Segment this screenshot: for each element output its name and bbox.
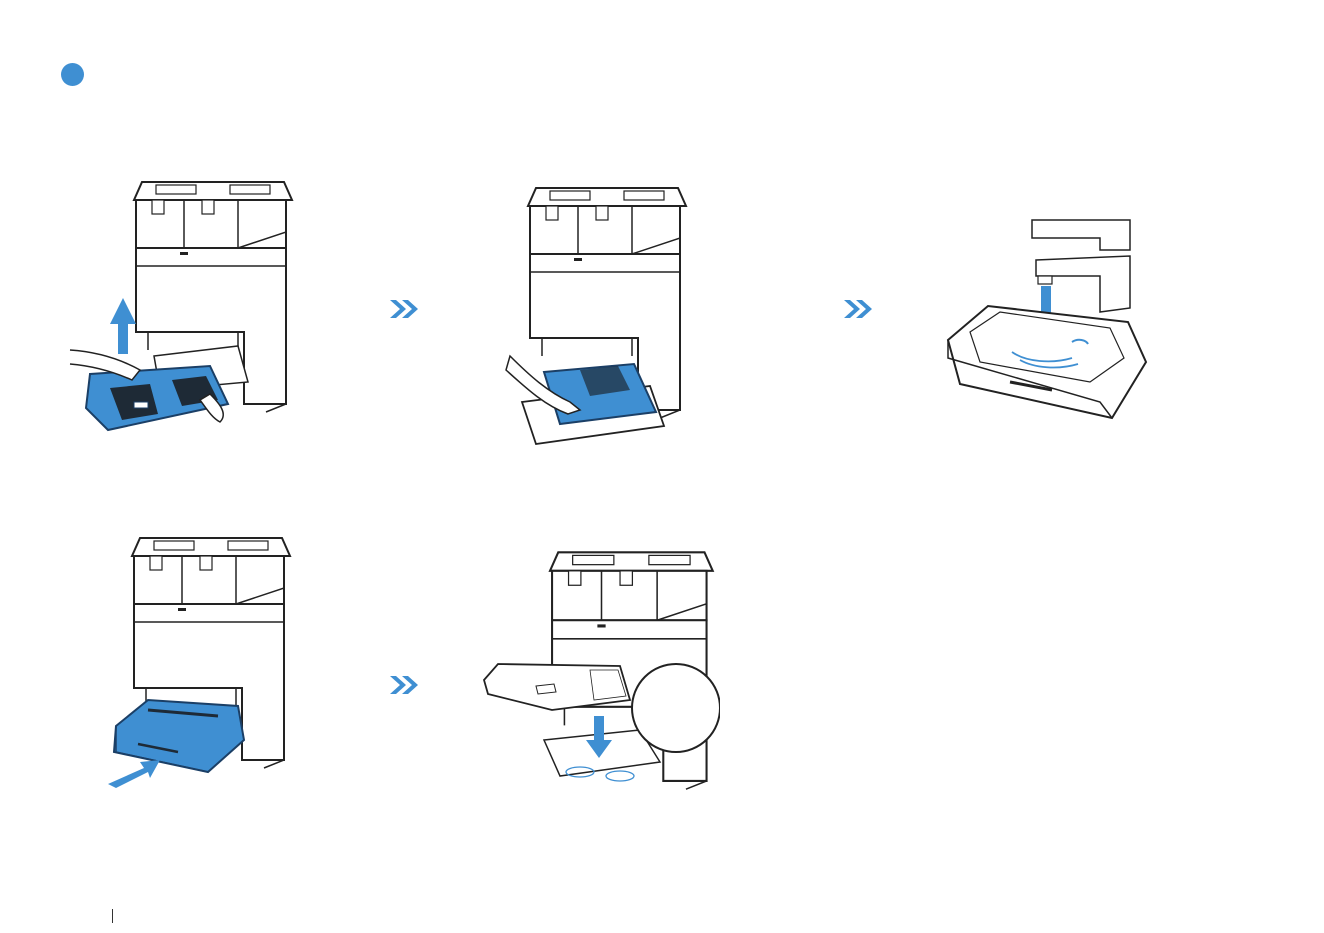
next-step-arrow-icon bbox=[842, 298, 878, 320]
step-marker-dot bbox=[61, 63, 84, 86]
footer-divider bbox=[112, 909, 113, 923]
step-remove-tray bbox=[60, 168, 300, 438]
remove-tray-icon bbox=[60, 168, 300, 438]
install-tray-icon bbox=[480, 540, 720, 790]
insert-base-icon bbox=[108, 526, 308, 796]
rinse-under-tap-icon bbox=[940, 212, 1160, 432]
step-install-tray bbox=[480, 540, 720, 790]
next-step-arrow-icon bbox=[388, 674, 424, 696]
next-step-arrow-icon bbox=[388, 298, 424, 320]
step-rinse-base bbox=[940, 212, 1160, 432]
pull-base-icon bbox=[500, 176, 700, 456]
step-pull-base bbox=[500, 176, 700, 456]
step-insert-base bbox=[108, 526, 308, 796]
